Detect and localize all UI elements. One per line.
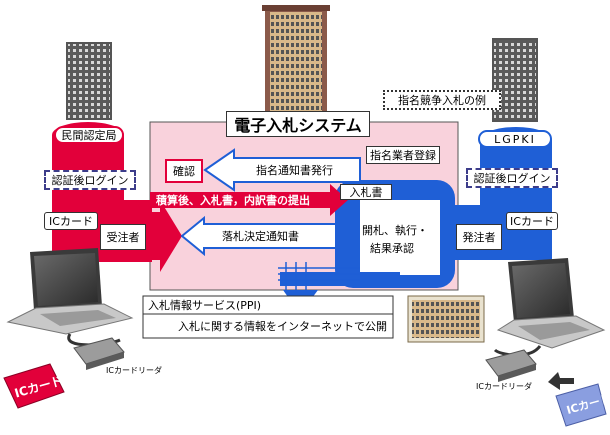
example-label: 指名競争入札の例 (383, 90, 501, 110)
private-ca-label: 民間認定局 (54, 126, 124, 144)
open-line-1: 開札、執行・ (362, 224, 428, 237)
confirm-label: 確認 (173, 165, 195, 178)
left-login-label: 認証後ログイン (44, 170, 136, 190)
right-card-reader-icon (485, 349, 537, 382)
client-label: 発注者 (456, 224, 502, 250)
left-ic-card-icon (3, 363, 65, 409)
right-ic-card-icon (555, 383, 607, 427)
bid-box-label: 入札書 (340, 184, 392, 200)
contractor-arrow (150, 200, 182, 272)
ppi-title: 入札情報サービス(PPI) (148, 299, 262, 312)
contractor-label: 受注者 (100, 224, 146, 250)
open-line-2: 結果承認 (370, 242, 414, 255)
award-arrow (180, 215, 337, 257)
ppi-lines (278, 262, 360, 290)
right-login-label: 認証後ログイン (466, 168, 558, 188)
submission-label: 積算後、入札書，内訳書の提出 (156, 194, 310, 207)
right-ic-card-label: ICカード (506, 212, 558, 230)
left-ic-card-label: ICカード (44, 212, 98, 230)
award-notice-label: 落札決定通知書 (222, 230, 299, 243)
right-reader-label: ICカードリーダ (476, 382, 532, 391)
left-building-icon (66, 42, 112, 120)
center-building-icon (262, 5, 330, 118)
left-card-reader-icon (73, 337, 125, 370)
designation-arrow (203, 148, 361, 192)
registered-vendors-label: 指名業者登録 (366, 146, 440, 164)
ppi-description: 入札に関する情報をインターネットで公開 (178, 320, 387, 333)
right-laptop-icon (496, 258, 606, 349)
office-building-icon (407, 295, 485, 343)
submission-arrow (150, 184, 348, 216)
blue-flow-loop (280, 180, 455, 288)
designation-issue-label: 指名通知書発行 (256, 164, 333, 177)
system-title: 電子入札システム (226, 111, 370, 137)
lgpki-label: LGPKI (478, 130, 552, 148)
left-laptop-icon (6, 248, 134, 335)
left-reader-label: ICカードリーダ (106, 366, 162, 375)
